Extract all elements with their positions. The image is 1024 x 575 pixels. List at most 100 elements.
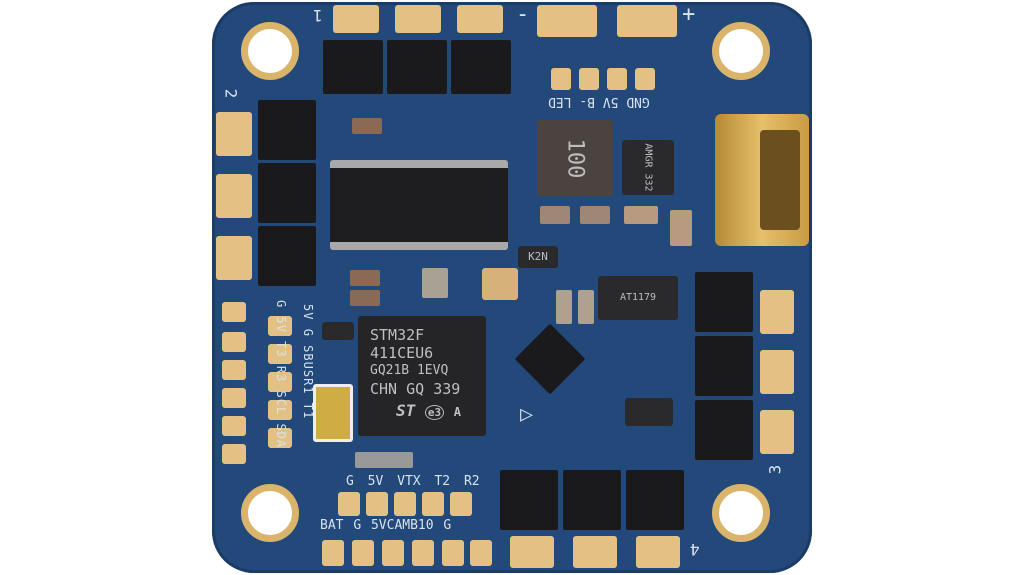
pad-label: CAM [386,518,411,533]
e3-mark: e3 [424,405,445,420]
capacitor [540,206,570,224]
motor-label: 3 [765,464,785,475]
plus-label: + [682,2,696,27]
bottom-top-labels: G 5V VTX T2 R2 [346,474,480,489]
transistor-label: K2N [528,250,548,263]
mcu-chip: STM32F 411CEU6 GQ21B 1EVQ CHN GQ 339 ST … [358,316,486,436]
battery-minus-pad [537,5,597,37]
pad-label: T2 [434,474,451,489]
pad-label: G [274,300,288,309]
pad-label: R2 [463,474,480,489]
crystal [422,268,448,298]
mcu-line: STM32F [370,326,425,344]
motor-pad [457,5,503,33]
pad [268,344,292,364]
pad-label: T3 [274,341,288,358]
pad [366,492,388,516]
pad [222,388,246,408]
component [350,290,380,306]
pad-label: 5V [274,316,288,333]
pad [382,540,404,566]
pad [470,540,492,566]
pad [551,68,571,90]
pad-label: G [353,518,362,533]
pad-label: G [301,328,315,337]
mcu-suffix: A [453,405,462,419]
mosfet [323,40,383,94]
capacitor [580,206,610,224]
pad [222,302,246,322]
component [350,270,380,286]
pad [268,316,292,336]
pad-label: SDA [274,423,288,449]
mounting-hole [241,484,299,542]
pad [222,444,246,464]
pad [352,540,374,566]
ldo-label: AT1179 [619,292,657,303]
regulator-label: AMGR 332 [642,143,654,192]
pad-label: G [443,518,452,533]
mosfet [258,226,316,286]
pad [394,492,416,516]
pad [268,372,292,392]
component [482,268,518,300]
left-outer-labels: G 5V T3 R3 SCL SDA [274,300,288,470]
pad [222,416,246,436]
pad [268,428,292,448]
component [352,118,382,134]
pad [579,68,599,90]
boot-button[interactable] [313,384,353,442]
pad-label: 5V [301,304,315,321]
left-inner-labels: 5V G SBUSR1 T1 [301,304,315,434]
pad [607,68,627,90]
pad-label: VTX [397,474,421,489]
st-logo: ST [396,401,416,420]
motor-pad [510,536,554,568]
pad [450,492,472,516]
capacitor [578,290,594,324]
pad-label: 5V [367,474,384,489]
pad-label: R1 [301,378,315,395]
mosfet [387,40,447,94]
pad [222,332,246,352]
mosfet [258,163,316,223]
ldo-chip: AT1179 [598,276,678,320]
mounting-hole [712,484,770,542]
motor-label: 4 [690,540,700,559]
mcu-line: GQ21B 1EVQ [370,363,449,378]
capacitor [624,206,658,224]
pad [635,68,655,90]
pad [442,540,464,566]
pad [322,540,344,566]
pad-label: SBUS [301,345,315,379]
mosfet [695,400,753,460]
motor-pad [395,5,441,33]
small-chip [625,398,673,426]
motor-pad [760,350,794,394]
pad [338,492,360,516]
pad-label: B10 [410,518,434,533]
inductor: 100 [537,120,613,196]
mosfet [695,272,753,332]
motor-pad [216,236,252,280]
motor-pad [216,174,252,218]
motor-label: 2 [221,88,241,99]
motor-pad [333,5,379,33]
pad-label: BAT [320,518,344,533]
motor-pad [216,112,252,156]
inductor-label: 100 [562,138,588,178]
motor-pad [636,536,680,568]
transistor [322,322,354,340]
mounting-hole [241,22,299,80]
pad-label: SCL [274,390,288,416]
mosfet [563,470,621,530]
transistor: K2N [518,246,558,268]
pad-label: T1 [301,402,315,420]
brand-logo: ▷ [520,402,534,427]
pad-label: 5V [370,518,387,533]
esc-driver-chip [330,160,508,250]
bottom-bottom-labels: BAT G 5VCAMB10 G [320,518,451,533]
mounting-hole [712,22,770,80]
crystal [355,452,413,468]
